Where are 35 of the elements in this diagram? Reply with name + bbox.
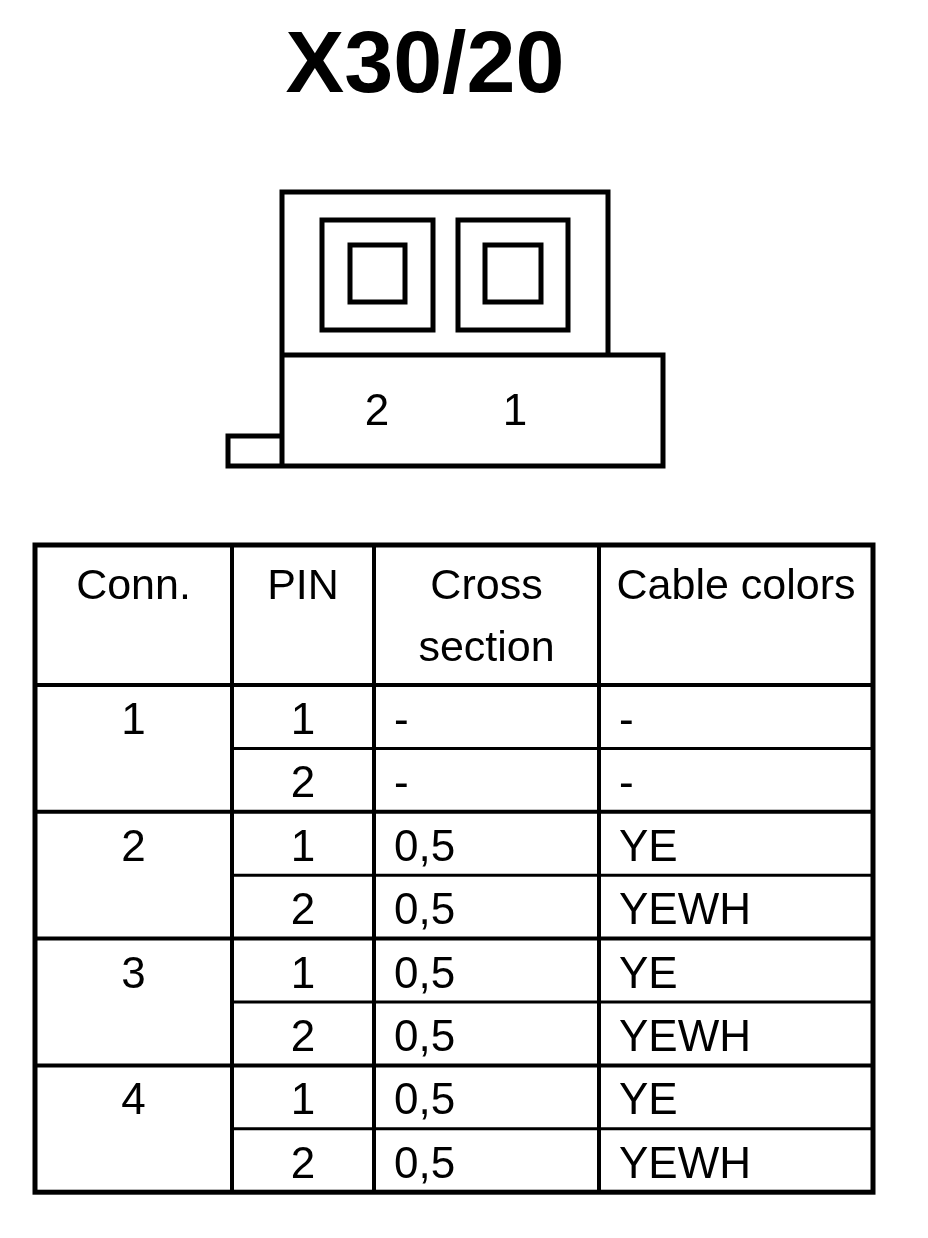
table-cell: - bbox=[619, 697, 634, 741]
table-cell: 0,5 bbox=[394, 1014, 456, 1058]
table-cell-text: 1 bbox=[289, 823, 317, 868]
table-cell: - bbox=[394, 697, 409, 741]
table-cell: 0,5 bbox=[394, 950, 456, 995]
pin-number: 2 bbox=[363, 388, 391, 432]
column-header: Cross section bbox=[417, 559, 556, 672]
table-cell: 0,5 bbox=[394, 1077, 456, 1122]
column-header: Conn. bbox=[75, 559, 192, 610]
table-cell-text: 1 bbox=[289, 950, 317, 995]
table-cell-text: 2 bbox=[289, 887, 317, 932]
column-header: PIN bbox=[266, 559, 340, 610]
table-cell: YEWH bbox=[619, 1014, 751, 1058]
table-cell: YE bbox=[619, 823, 678, 868]
table-cell: YE bbox=[619, 950, 678, 995]
table-cell-text: 1 bbox=[120, 697, 147, 741]
table-cell: 0,5 bbox=[394, 1140, 456, 1185]
table-cell-text: 2 bbox=[289, 1140, 317, 1185]
connector-title: X30/20 bbox=[284, 18, 566, 106]
table-cell-text: 3 bbox=[120, 950, 147, 995]
table-cell: 0,5 bbox=[394, 887, 456, 932]
pin-number: 1 bbox=[501, 388, 529, 432]
table-cell-text: 2 bbox=[120, 823, 147, 868]
table-cell-text: 2 bbox=[289, 760, 317, 805]
table-cell: YE bbox=[619, 1077, 678, 1122]
table-cell: - bbox=[619, 760, 634, 805]
table-cell: YEWH bbox=[619, 887, 751, 932]
table-cell-text: 4 bbox=[120, 1077, 147, 1122]
table-cell: - bbox=[394, 760, 409, 805]
table-cell-text: 2 bbox=[289, 1014, 317, 1058]
column-header: Cable colors bbox=[615, 559, 857, 610]
table-cell-text: 1 bbox=[289, 1077, 317, 1122]
table-cell-text: 1 bbox=[289, 697, 317, 741]
table-cell: 0,5 bbox=[394, 823, 456, 868]
table-cell: YEWH bbox=[619, 1140, 751, 1185]
